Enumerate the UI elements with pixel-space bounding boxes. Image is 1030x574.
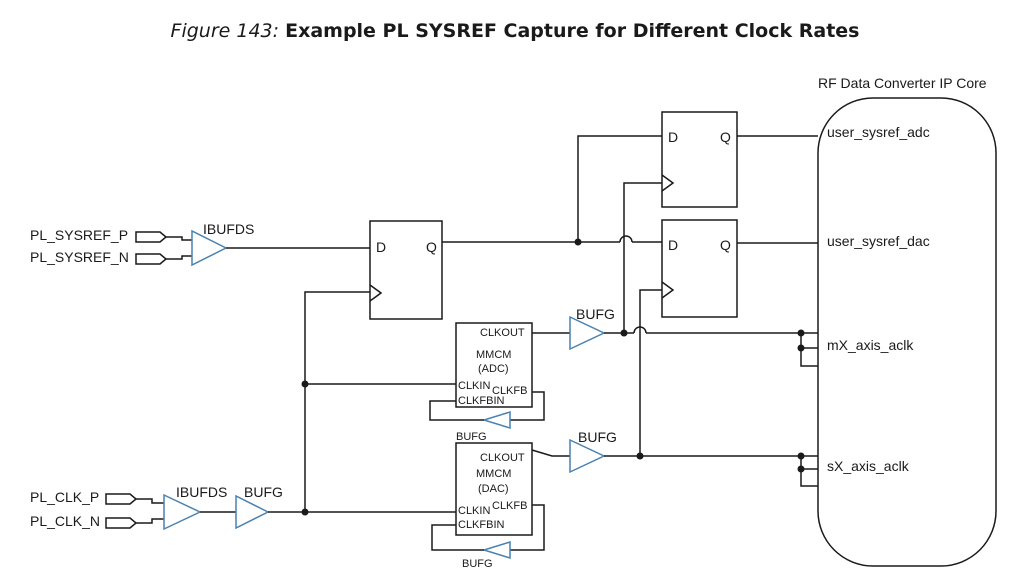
mmcm-dac-clkfbin: CLKFBIN xyxy=(458,519,505,531)
pin-label-sysref-p: PL_SYSREF_P xyxy=(30,227,128,243)
ibufds-sysref-buffer xyxy=(191,229,228,267)
port-shape-sysref-p xyxy=(135,231,168,243)
ip-core-title: RF Data Converter IP Core xyxy=(818,75,987,91)
mmcm-adc-type: (ADC) xyxy=(478,363,509,375)
ff1-q-label: Q xyxy=(426,239,437,255)
figure-title: Example PL SYSREF Capture for Different … xyxy=(285,20,860,42)
ff1-clock-marker xyxy=(369,284,383,302)
bufg-clk-label: BUFG xyxy=(244,484,283,500)
mmcm-dac-type: (DAC) xyxy=(478,483,509,495)
ff-adc-clock-marker xyxy=(661,174,675,192)
ibufds-sysref-label: IBUFDS xyxy=(203,221,254,237)
port-shape-sysref-n xyxy=(135,253,168,265)
ip-core-block xyxy=(817,97,997,567)
ibufds-clk-label: IBUFDS xyxy=(176,484,227,500)
bufg-adc-feedback-label: BUFG xyxy=(456,431,487,443)
mmcm-dac-clkin: CLKIN xyxy=(458,505,490,517)
flipflop-adc xyxy=(661,111,738,208)
bufg-dac-feedback-label: BUFG xyxy=(462,558,493,570)
bufg-adc-clkout xyxy=(569,315,606,351)
pin-label-sysref-n: PL_SYSREF_N xyxy=(30,249,129,265)
figure-caption: Figure 143: Example PL SYSREF Capture fo… xyxy=(0,20,1030,42)
bufg-dac-feedback xyxy=(481,540,511,560)
bufg-clk-buffer xyxy=(235,494,270,530)
ff-dac-d-label: D xyxy=(668,237,678,253)
mmcm-adc-block xyxy=(455,322,533,408)
port-shape-clk-n xyxy=(105,517,138,529)
ff-adc-q-label: Q xyxy=(720,129,731,145)
ff1-d-label: D xyxy=(376,239,386,255)
ff-adc-d-label: D xyxy=(668,129,678,145)
ff-dac-q-label: Q xyxy=(720,237,731,253)
bufg-adc-clkout-label: BUFG xyxy=(576,306,615,322)
ibufds-clk-buffer xyxy=(163,493,202,531)
mmcm-dac-name: MMCM xyxy=(476,468,511,480)
mmcm-adc-clkout: CLKOUT xyxy=(480,327,525,339)
bufg-dac-clkout-label: BUFG xyxy=(578,429,617,445)
mmcm-adc-clkfb: CLKFB xyxy=(492,385,527,397)
mmcm-dac-clkout: CLKOUT xyxy=(480,452,525,464)
bufg-dac-clkout xyxy=(569,438,606,474)
port-mx-axis-aclk: mX_axis_aclk xyxy=(827,337,914,353)
mmcm-adc-clkin: CLKIN xyxy=(458,380,490,392)
bufg-adc-feedback xyxy=(481,410,511,430)
pin-label-clk-n: PL_CLK_N xyxy=(30,513,100,529)
port-shape-clk-p xyxy=(105,493,138,505)
port-user-sysref-dac: user_sysref_dac xyxy=(827,233,930,249)
mmcm-dac-clkfb: CLKFB xyxy=(492,500,527,512)
mmcm-dac-block xyxy=(455,442,533,536)
mmcm-adc-name: MMCM xyxy=(476,349,511,361)
mmcm-adc-clkfbin: CLKFBIN xyxy=(458,395,505,407)
pin-label-clk-p: PL_CLK_P xyxy=(30,489,99,505)
figure-number: Figure 143: xyxy=(170,20,280,42)
ff-dac-clock-marker xyxy=(661,281,675,299)
port-sx-axis-aclk: sX_axis_aclk xyxy=(827,458,910,474)
flipflop-dac xyxy=(661,219,738,318)
flipflop-sysref xyxy=(369,220,443,320)
port-user-sysref-adc: user_sysref_adc xyxy=(827,124,930,140)
